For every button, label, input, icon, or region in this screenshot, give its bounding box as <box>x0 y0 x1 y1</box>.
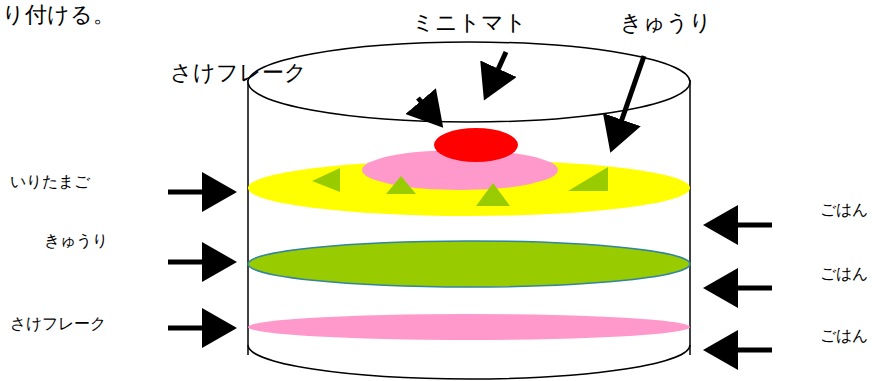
part-label: さけフレーク <box>170 60 307 86</box>
cup-side <box>247 80 249 355</box>
cucumber-piece <box>312 168 340 192</box>
part-label: ごはん <box>820 326 868 345</box>
part-label: ごはん <box>820 264 868 283</box>
leader-arrows <box>168 52 772 350</box>
cup-side <box>689 80 691 355</box>
instruction-text: り付ける。 <box>2 2 115 28</box>
tomato <box>434 128 518 162</box>
cucumber-piece <box>568 167 608 191</box>
cucumber-piece <box>476 183 510 206</box>
part-label: きゅうり <box>44 231 108 250</box>
cucumber-layer <box>248 241 690 287</box>
part-label: きゅうり <box>620 10 712 36</box>
salmon-layer <box>248 314 690 340</box>
part-label: ミニトマト <box>412 10 527 36</box>
part-label: いりたまご <box>10 172 90 191</box>
part-label: ごはん <box>820 200 868 219</box>
part-label: さけフレーク <box>10 314 106 333</box>
cucumber-piece <box>386 176 416 194</box>
cup-bottom <box>248 345 690 379</box>
